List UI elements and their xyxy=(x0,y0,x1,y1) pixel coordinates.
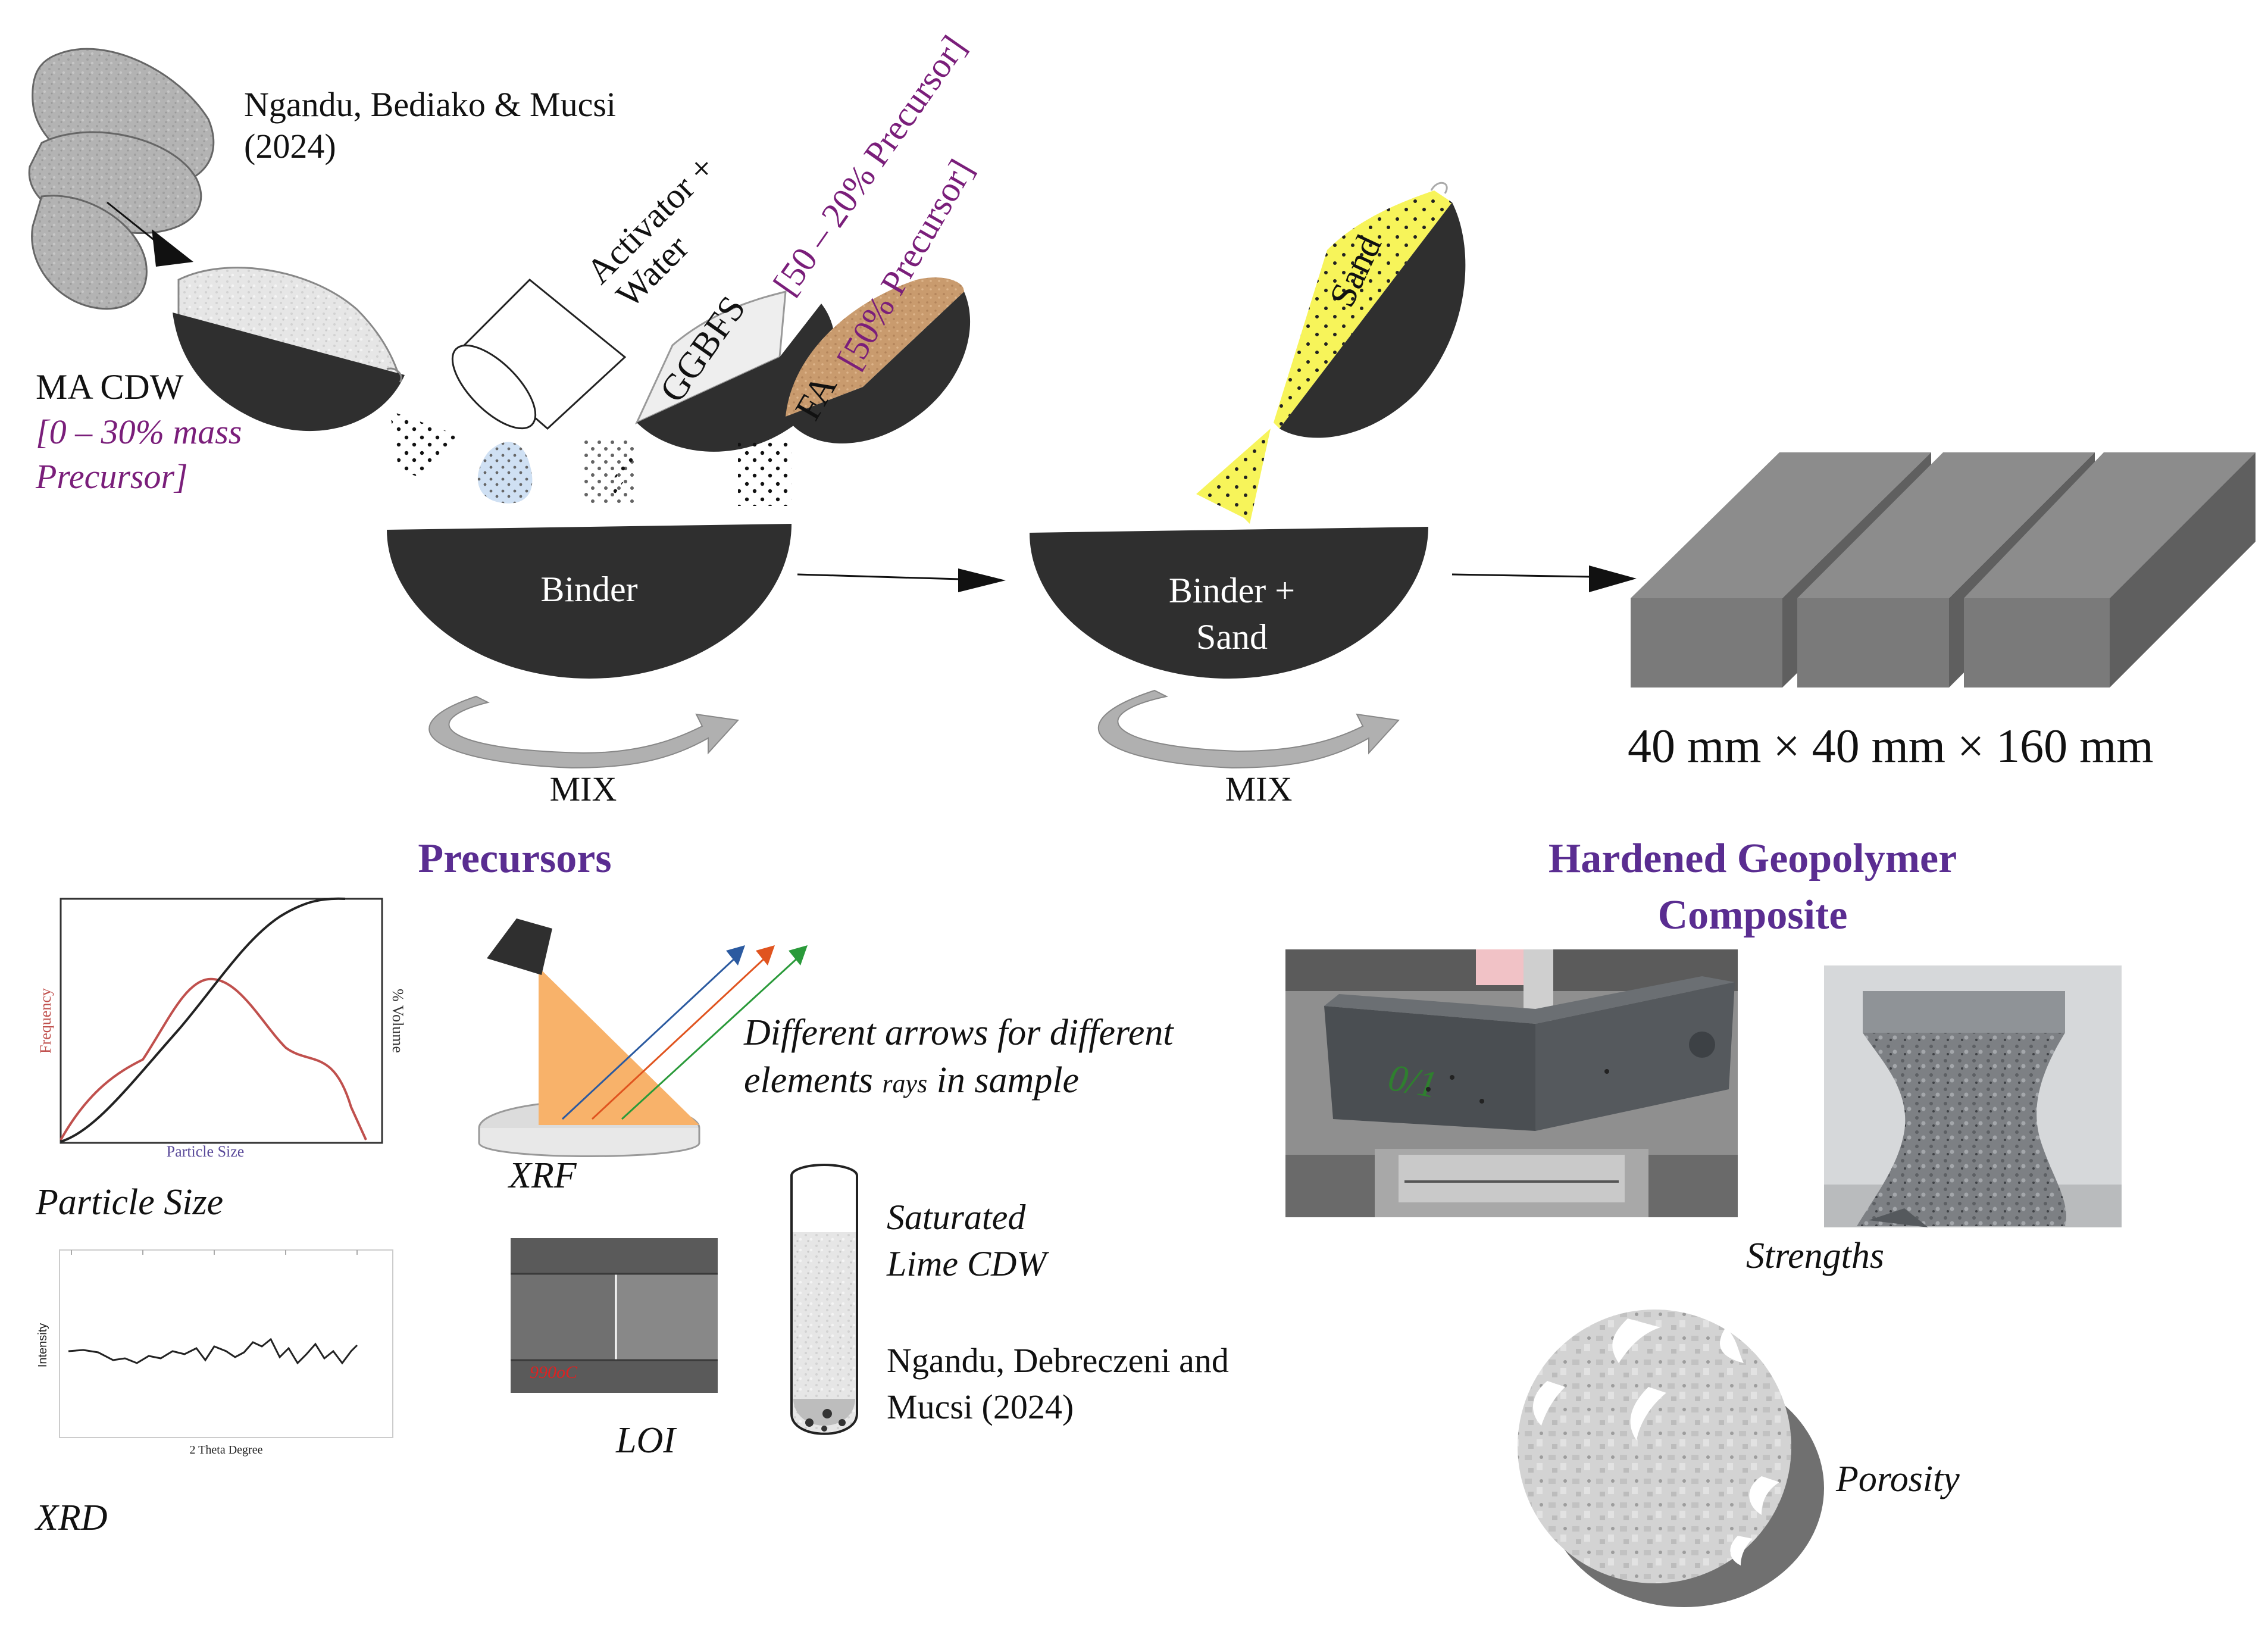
xrd-y-label: Intensity xyxy=(36,1323,49,1367)
binder-sand-label-line1: Binder + xyxy=(1169,571,1295,610)
activator-beaker xyxy=(451,278,627,504)
lime-citation-line1: Ngandu, Debreczeni and xyxy=(887,1341,1229,1380)
loi-temperature: 990oC xyxy=(530,1362,578,1382)
binder-label: Binder xyxy=(540,570,637,609)
mix-arrow-2 xyxy=(1097,689,1400,769)
xrd-caption: XRD xyxy=(34,1498,108,1538)
hardened-heading-line2: Composite xyxy=(1658,892,1848,938)
flexural-test-photo: 0/1 xyxy=(1285,949,1738,1217)
psd-x-label: Particle Size xyxy=(167,1143,245,1160)
xrf-note-line2-b: in sample xyxy=(927,1060,1079,1101)
xrf-note-rays: rays xyxy=(882,1069,927,1098)
ma-cdw-pct-line1: [0 – 30% mass xyxy=(36,412,242,451)
xrf-note-line2: elements rays in sample xyxy=(744,1060,1079,1101)
ma-cdw-label: MA CDW xyxy=(36,367,184,407)
xrf-caption: XRF xyxy=(507,1155,577,1196)
binder-sand-label-line2: Sand xyxy=(1196,617,1268,657)
lime-label-line2: Lime CDW xyxy=(886,1244,1049,1283)
sand-scoop xyxy=(1196,182,1466,524)
lime-label-line1: Saturated xyxy=(887,1198,1026,1237)
mix-arrow-1 xyxy=(428,695,740,769)
precursors-heading: Precursors xyxy=(418,836,611,882)
strengths-caption: Strengths xyxy=(1746,1236,1884,1276)
mix-label-1: MIX xyxy=(550,770,617,808)
xrd-x-label: 2 Theta Degree xyxy=(190,1443,263,1457)
compression-test-photo xyxy=(1824,965,2122,1227)
prism-specimens xyxy=(1631,452,2256,688)
lime-citation-line2: Mucsi (2024) xyxy=(887,1388,1074,1426)
citation-top-line1: Ngandu, Bediako & Mucsi xyxy=(244,85,616,124)
xrf-illustration xyxy=(478,918,808,1157)
binder-sand-bowl xyxy=(1030,527,1428,679)
ggbfs-scoop xyxy=(583,290,836,506)
hardened-heading-line1: Hardened Geopolymer xyxy=(1549,836,1957,882)
porosity-disk xyxy=(1518,1310,1824,1607)
psd-caption: Particle Size xyxy=(35,1182,223,1223)
psd-y-right-label: % Volume xyxy=(389,989,406,1053)
porosity-caption: Porosity xyxy=(1835,1459,1960,1499)
psd-y-left-label: Frequency xyxy=(37,988,54,1054)
prism-dimensions: 40 mm × 40 mm × 160 mm xyxy=(1628,720,2154,773)
ma-cdw-pct-line2: Precursor] xyxy=(35,457,188,496)
psd-chart: Frequency % Volume Particle Size xyxy=(37,897,406,1160)
xrf-note-line1: Different arrows for different xyxy=(743,1012,1174,1053)
xrf-note-line2-a: elements xyxy=(744,1060,882,1101)
citation-top-line2: (2024) xyxy=(244,127,336,165)
xrd-chart: Intensity 2 Theta Degree xyxy=(36,1249,393,1457)
fa-scoop xyxy=(738,277,971,506)
lime-test-tube xyxy=(790,1164,858,1435)
loi-furnace: 990oC xyxy=(511,1238,718,1393)
binder-bowl xyxy=(387,524,792,679)
mix-label-2: MIX xyxy=(1225,770,1293,808)
specimen-label: 0/1 xyxy=(1385,1056,1441,1106)
loi-caption: LOI xyxy=(615,1420,677,1461)
ma-cdw-scoop xyxy=(173,267,464,476)
cdw-lumps-illustration xyxy=(28,48,215,310)
